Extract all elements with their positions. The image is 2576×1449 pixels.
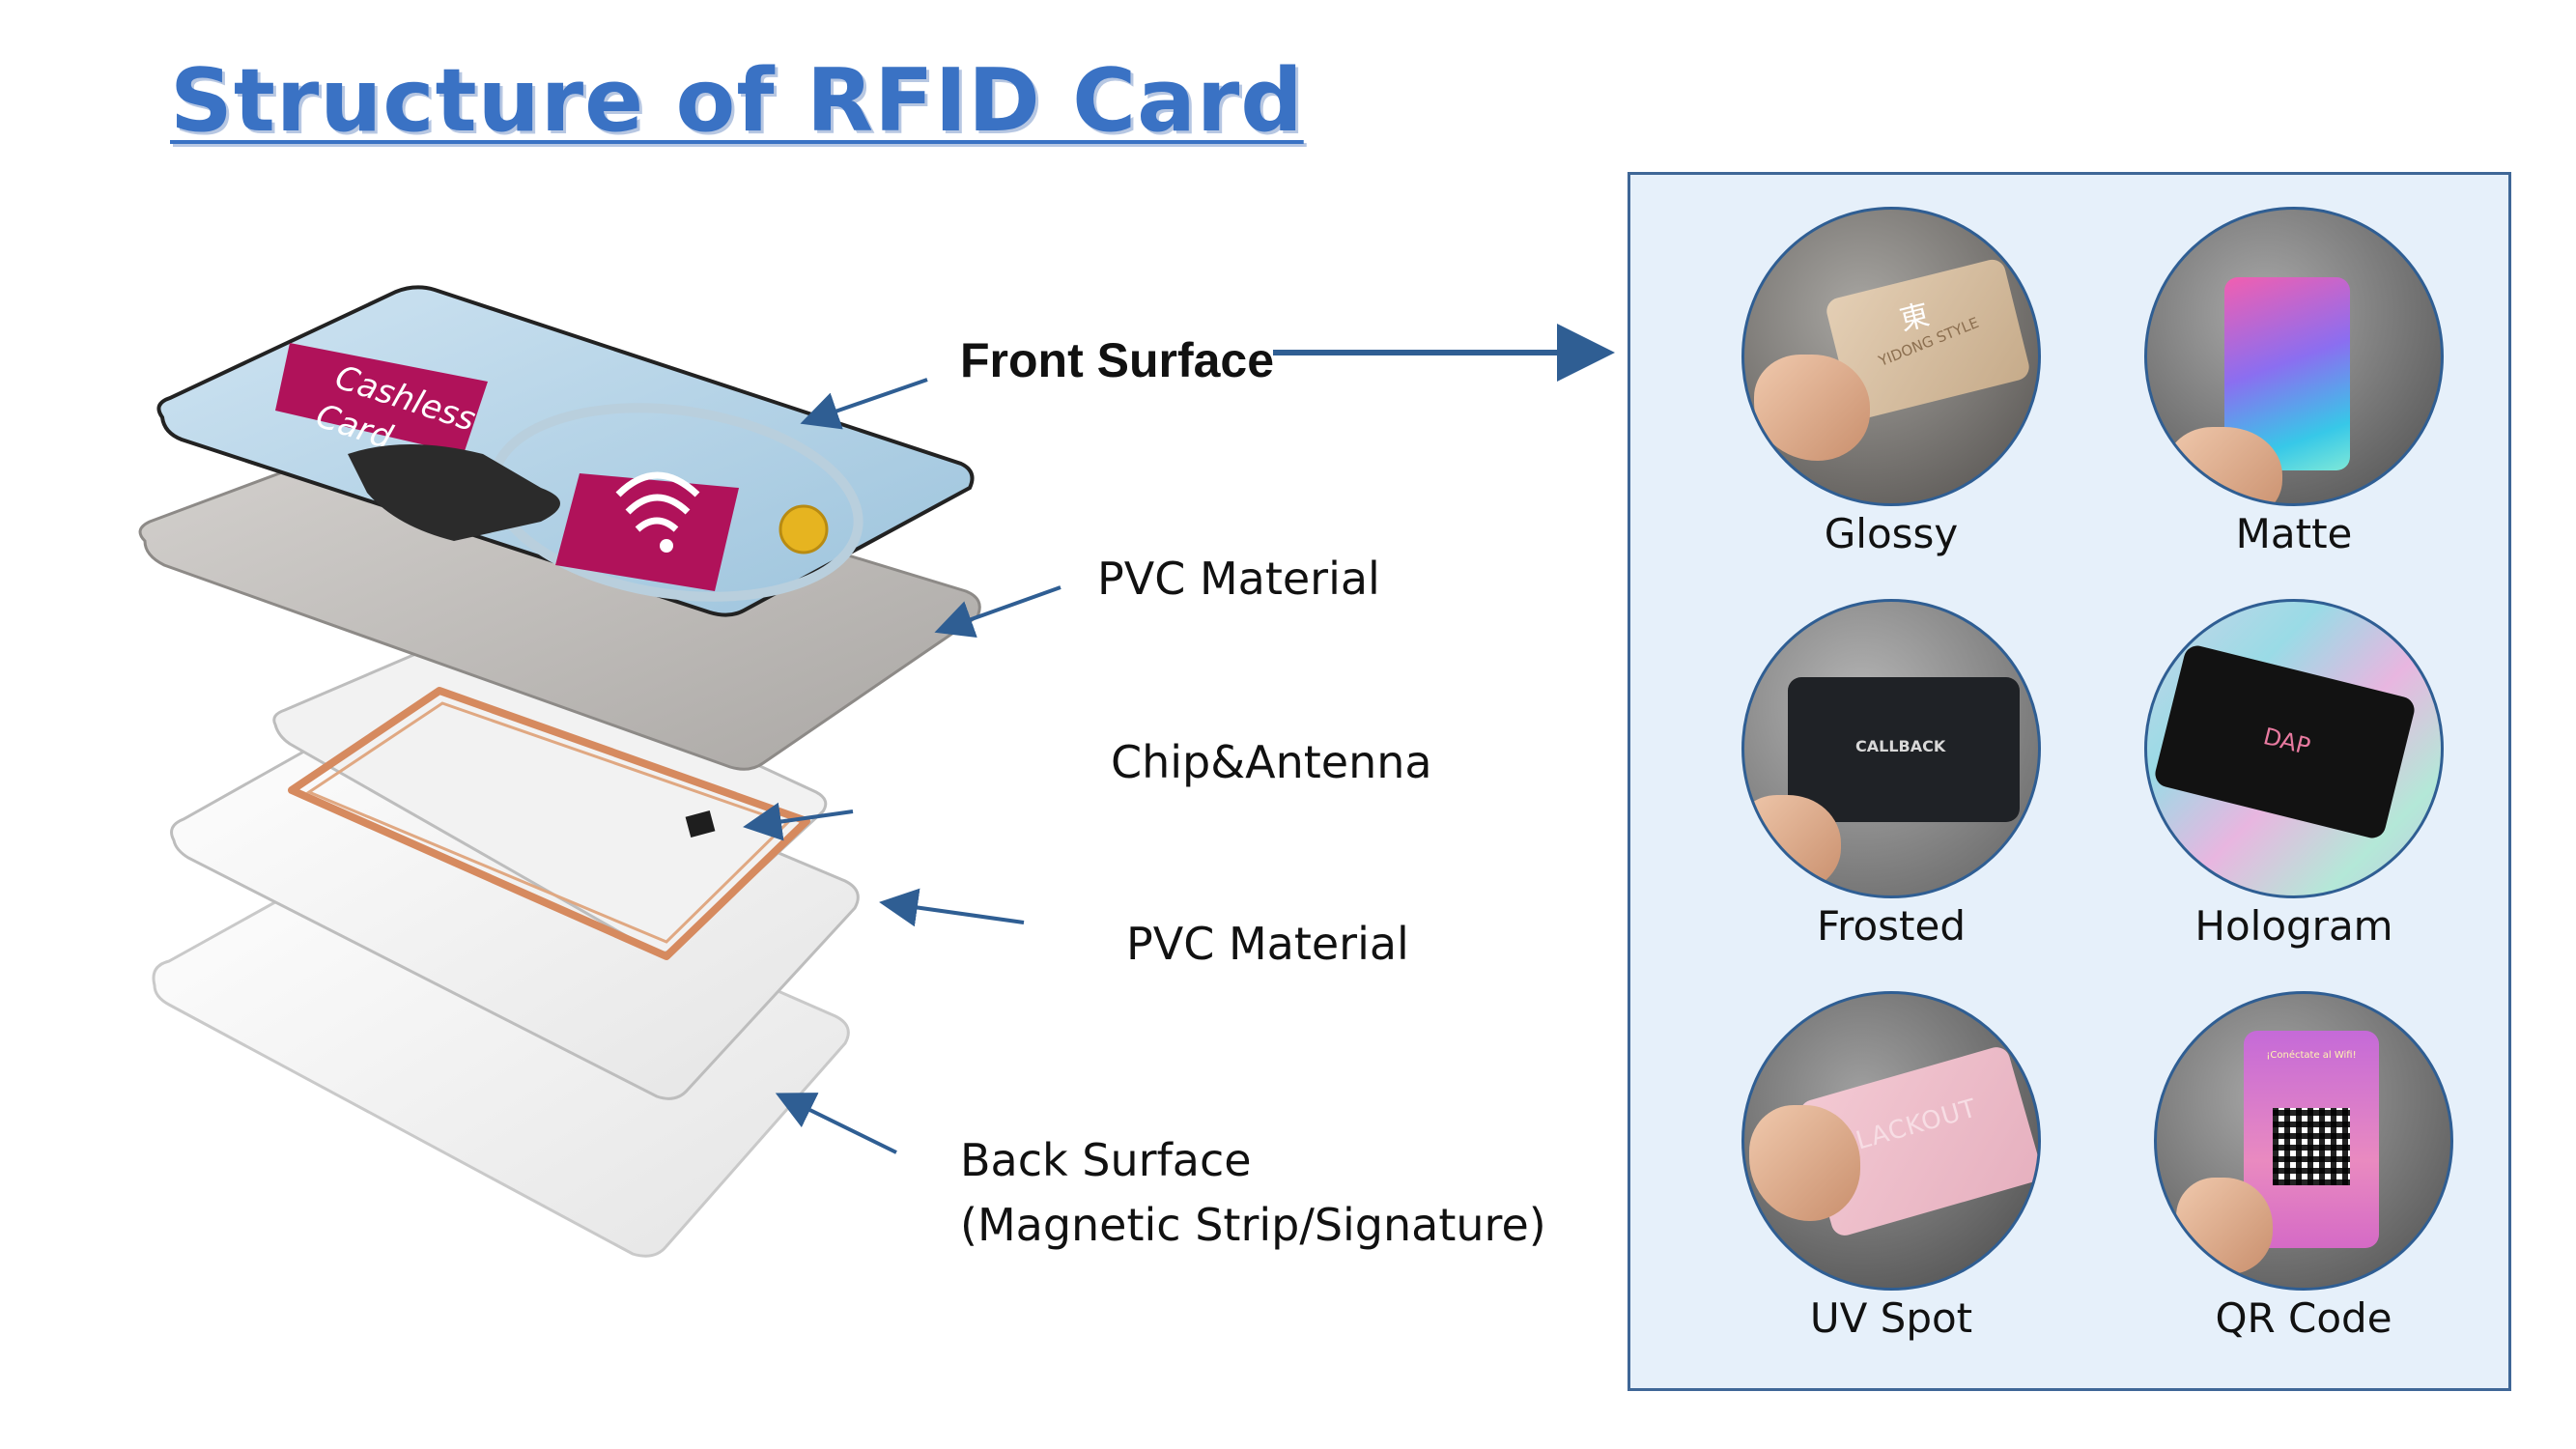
hologram-card-text: DAP: [2260, 723, 2313, 761]
pvc-layer: [138, 424, 981, 771]
qr-code-sample-image: ¡Conéctate al Wifi!: [2154, 991, 2453, 1291]
finish-uv-spot: BLACKOUT UV Spot: [1732, 991, 2051, 1342]
arrow-front-surface: [800, 378, 928, 430]
finish-glossy: 東 YIDONG STYLE Glossy: [1732, 207, 2051, 557]
finish-label-frosted: Frosted: [1817, 902, 1966, 950]
back-surface-layer: [152, 834, 850, 1258]
glossy-sample-image: 東 YIDONG STYLE: [1741, 207, 2041, 506]
arrow-chip-antenna: [743, 802, 854, 841]
chip-contact: [778, 504, 829, 554]
arrow-pvc-bottom: [879, 888, 1025, 927]
frosted-sample-image: CALLBACK: [1741, 599, 2041, 898]
label-chip-antenna: Chip&Antenna: [1111, 736, 1432, 788]
finish-label-qr-code: QR Code: [2215, 1294, 2392, 1342]
finish-label-hologram: Hologram: [2194, 902, 2393, 950]
arrow-pvc-top: [934, 585, 1062, 639]
finish-matte: Matte: [2135, 207, 2453, 557]
finish-label-matte: Matte: [2235, 510, 2353, 557]
uv-spot-sample-image: BLACKOUT: [1741, 991, 2041, 1291]
hologram-sample-image: DAP: [2144, 599, 2444, 898]
finish-label-uv-spot: UV Spot: [1809, 1294, 1973, 1342]
label-front-surface: Front Surface: [960, 333, 1275, 387]
label-pvc-material-bottom: PVC Material: [1126, 918, 1409, 970]
label-back-surface: Back Surface: [960, 1134, 1252, 1186]
rfid-chip: [685, 810, 716, 838]
card-layer-stack: Cashless Card: [138, 285, 1615, 1258]
finish-label-glossy: Glossy: [1824, 510, 1959, 557]
frosted-card-text: CALLBACK: [1855, 737, 1946, 755]
label-back-surface-detail: (Magnetic Strip/Signature): [960, 1199, 1546, 1251]
inner-pvc-layer: [170, 698, 860, 1100]
qr-code-icon: [2273, 1108, 2350, 1185]
nfc-panel: [555, 473, 739, 591]
antenna-coil: [288, 687, 810, 960]
label-pvc-material-top: PVC Material: [1097, 553, 1380, 605]
finish-hologram: DAP Hologram: [2135, 599, 2453, 950]
hand-icon: [348, 444, 560, 541]
qr-card-text: ¡Conéctate al Wifi!: [2266, 1050, 2357, 1061]
finish-qr-code: ¡Conéctate al Wifi! QR Code: [2144, 991, 2463, 1342]
contactless-icon: [615, 471, 700, 532]
matte-sample-image: [2144, 207, 2444, 506]
inlay-layer: [272, 633, 828, 954]
page-title: Structure of RFID Card: [170, 50, 1304, 152]
finish-frosted: CALLBACK Frosted: [1732, 599, 2051, 950]
front-card-banner: [275, 343, 488, 454]
arrow-back-surface: [775, 1093, 897, 1154]
glossy-card-logo: 東: [1896, 298, 1934, 338]
